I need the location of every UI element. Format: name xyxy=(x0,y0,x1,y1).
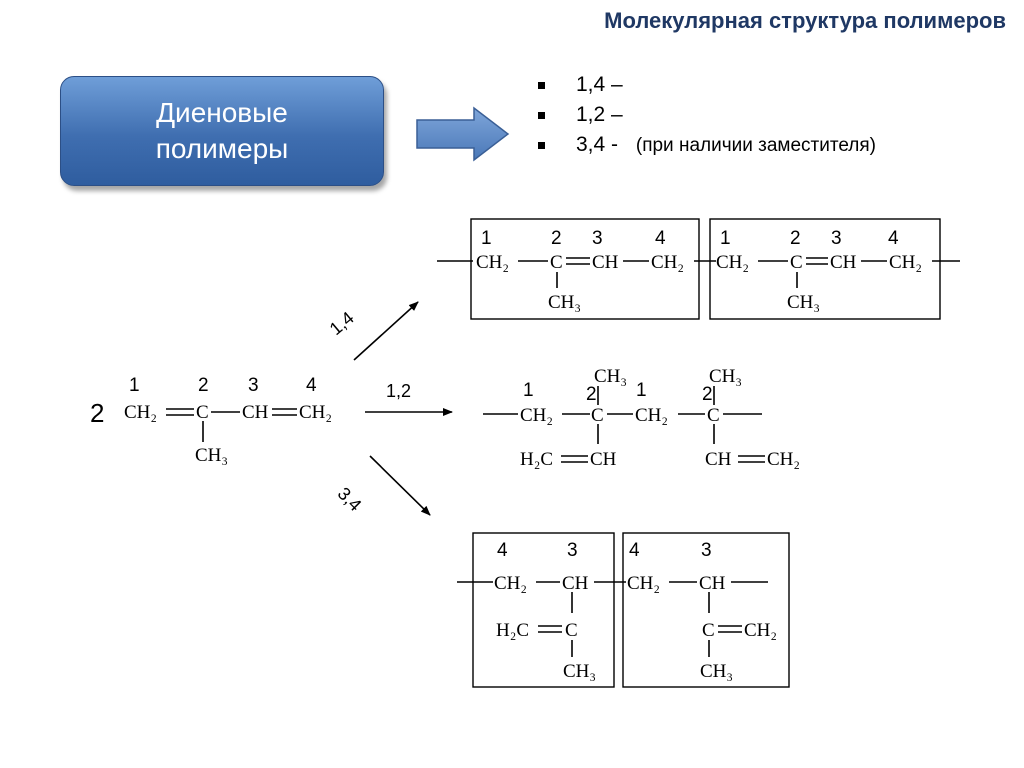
carbon-number: 2 xyxy=(790,228,801,249)
carbon-number: 4 xyxy=(629,540,640,561)
chain-ch: CH xyxy=(592,252,619,273)
monomer-isoprene: 2 1 2 3 4 CH₂ C CH CH₂ CH₃ xyxy=(90,375,332,466)
carbon-number: 1 xyxy=(481,228,492,249)
arrow-label-3-4: 3,4 xyxy=(334,483,366,515)
diene-polymers-box: Диеновые полимеры xyxy=(60,76,384,186)
carbon-number: 2 xyxy=(551,228,562,249)
carbon-number: 3 xyxy=(248,375,259,396)
type-label: 1,2 – xyxy=(576,103,623,126)
side-ch3: CH₃ xyxy=(700,661,733,682)
chain-ch2: CH₂ xyxy=(627,573,660,594)
top-ch3: CH₃ xyxy=(709,366,742,387)
chain-ch: CH xyxy=(699,573,726,594)
diene-box-line-2: полимеры xyxy=(155,133,289,164)
monomer-ch: CH xyxy=(242,402,269,423)
carbon-number: 3 xyxy=(592,228,603,249)
chain-ch2: CH₂ xyxy=(494,573,527,594)
type-note: (при наличии заместителя) xyxy=(635,135,876,156)
slide-title: Молекулярная структура полимеров xyxy=(604,8,1006,33)
chain-ch2: CH₂ xyxy=(476,252,509,273)
carbon-number: 4 xyxy=(655,228,666,249)
chain-ch2: CH₂ xyxy=(889,252,922,273)
polymerization-types-list: 1,4 – 1,2 – 3,4 - (при наличии заместите… xyxy=(538,70,876,160)
chain-c: C xyxy=(550,252,563,273)
monomer-ch3: CH₃ xyxy=(195,445,228,466)
carbon-number: 2 xyxy=(198,375,209,396)
carbon-number: 3 xyxy=(567,540,578,561)
unit-box xyxy=(709,218,941,320)
side-ch3: CH₃ xyxy=(563,661,596,682)
unit-box xyxy=(470,218,700,320)
chain-ch3: CH₃ xyxy=(787,292,820,313)
monomer-c: C xyxy=(196,402,209,423)
vinyl-h2c: H₂C xyxy=(520,449,553,470)
chain-ch3: CH₃ xyxy=(548,292,581,313)
product-3-4-polymer: 4 3 CH₂ CH H₂C C CH₃ 4 3 CH₂ CH C CH₂ CH… xyxy=(457,532,790,688)
side-c: C xyxy=(565,620,578,641)
side-h2c: H₂C xyxy=(496,620,529,641)
chain-c: C xyxy=(790,252,803,273)
type-item-3-4: 3,4 - (при наличии заместителя) xyxy=(538,130,876,160)
carbon-number: 4 xyxy=(888,228,899,249)
type-item-1-4: 1,4 – xyxy=(538,70,876,100)
chain-c: C xyxy=(591,405,604,426)
carbon-number: 1 xyxy=(129,375,140,396)
chain-ch2: CH₂ xyxy=(635,405,668,426)
right-arrow-icon xyxy=(416,106,510,162)
carbon-number: 3 xyxy=(831,228,842,249)
chain-c: C xyxy=(707,405,720,426)
arrow-3-4 xyxy=(369,455,431,516)
side-ch2: CH₂ xyxy=(744,620,777,641)
carbon-number: 4 xyxy=(306,375,317,396)
arrow-label-1-2: 1,2 xyxy=(386,381,411,401)
side-c: C xyxy=(702,620,715,641)
carbon-number: 1 xyxy=(720,228,731,249)
carbon-number: 1 xyxy=(523,380,534,401)
carbon-number: 2 xyxy=(586,384,597,405)
monomer-coefficient: 2 xyxy=(90,398,104,428)
carbon-number: 2 xyxy=(702,384,713,405)
chain-ch2: CH₂ xyxy=(651,252,684,273)
product-1-2-polymer: CH₃ CH₃ 1 2 1 2 CH₂ C CH₂ C H₂C CH CH CH… xyxy=(483,366,800,470)
chain-ch2: CH₂ xyxy=(716,252,749,273)
unit-box xyxy=(622,532,790,688)
top-ch3: CH₃ xyxy=(594,366,627,387)
monomer-ch2: CH₂ xyxy=(299,402,332,423)
reaction-arrows: 1,4 1,2 3,4 xyxy=(326,301,453,516)
chain-ch: CH xyxy=(562,573,589,594)
arrow-1-4 xyxy=(353,301,419,361)
arrow-label-1-4: 1,4 xyxy=(326,308,358,339)
monomer-ch2: CH₂ xyxy=(124,402,157,423)
chain-ch: CH xyxy=(830,252,857,273)
type-item-1-2: 1,2 – xyxy=(538,100,876,130)
product-1-4-polymer: 1 2 3 4 CH₂ C CH CH₂ CH₃ 1 2 3 4 CH₂ C C… xyxy=(437,218,960,320)
vinyl-ch: CH xyxy=(705,449,732,470)
vinyl-ch: CH xyxy=(590,449,617,470)
vinyl-ch2: CH₂ xyxy=(767,449,800,470)
type-label: 1,4 – xyxy=(576,73,623,96)
diene-box-line-1: Диеновые xyxy=(156,97,288,128)
chain-ch2: CH₂ xyxy=(520,405,553,426)
carbon-number: 1 xyxy=(636,380,647,401)
unit-box xyxy=(472,532,615,688)
carbon-number: 4 xyxy=(497,540,508,561)
type-label: 3,4 - xyxy=(576,133,619,156)
carbon-number: 3 xyxy=(701,540,712,561)
